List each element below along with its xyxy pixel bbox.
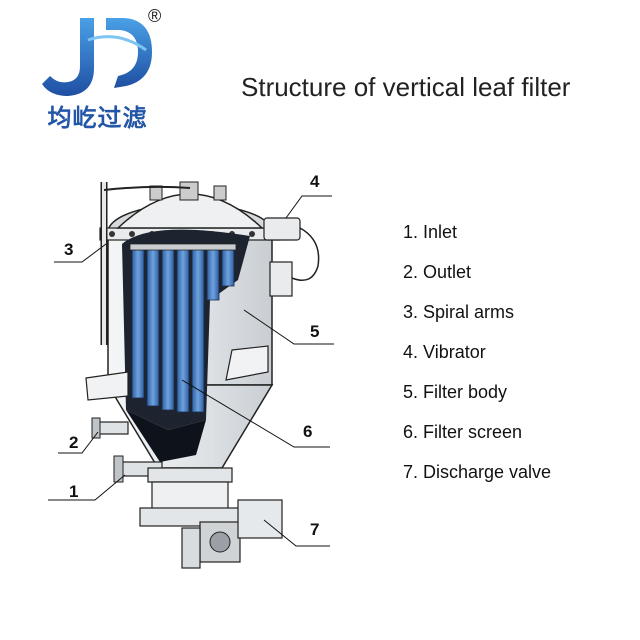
leader-lines (48, 195, 334, 547)
legend-item-vibrator: 4. Vibrator (403, 342, 486, 362)
logo-mark-icon (42, 18, 152, 96)
callout-6: 6 (303, 422, 313, 441)
vibrator (263, 217, 320, 297)
legend-item-discharge-valve: 7. Discharge valve (403, 462, 552, 482)
registered-mark: ® (148, 6, 162, 26)
legend-item-filter-screen: 6. Filter screen (403, 422, 523, 442)
discharge-valve (139, 467, 283, 569)
filter-screen (129, 243, 237, 413)
callout-1: 1 (69, 482, 79, 501)
spiral-arms (100, 182, 191, 345)
callout-5: 5 (310, 322, 320, 341)
parts-legend: 1. Inlet 2. Outlet 3. Spiral arms 4. Vib… (403, 222, 551, 502)
callout-4: 4 (310, 172, 320, 191)
callout-3: 3 (64, 240, 74, 259)
legend-item-outlet: 2. Outlet (403, 262, 472, 282)
legend-item-inlet: 1. Inlet (403, 222, 458, 242)
legend-item-filter-body: 5. Filter body (403, 382, 508, 402)
outlet-pipe (91, 417, 129, 439)
company-logo (28, 10, 178, 135)
support-brackets (85, 345, 269, 401)
callout-7: 7 (310, 520, 320, 539)
logo-text: 均屹过滤 (47, 104, 148, 132)
page-title: Structure of vertical leaf filter (241, 72, 571, 102)
legend-item-spiral-arms: 3. Spiral arms (403, 302, 515, 322)
callout-2: 2 (69, 433, 79, 452)
